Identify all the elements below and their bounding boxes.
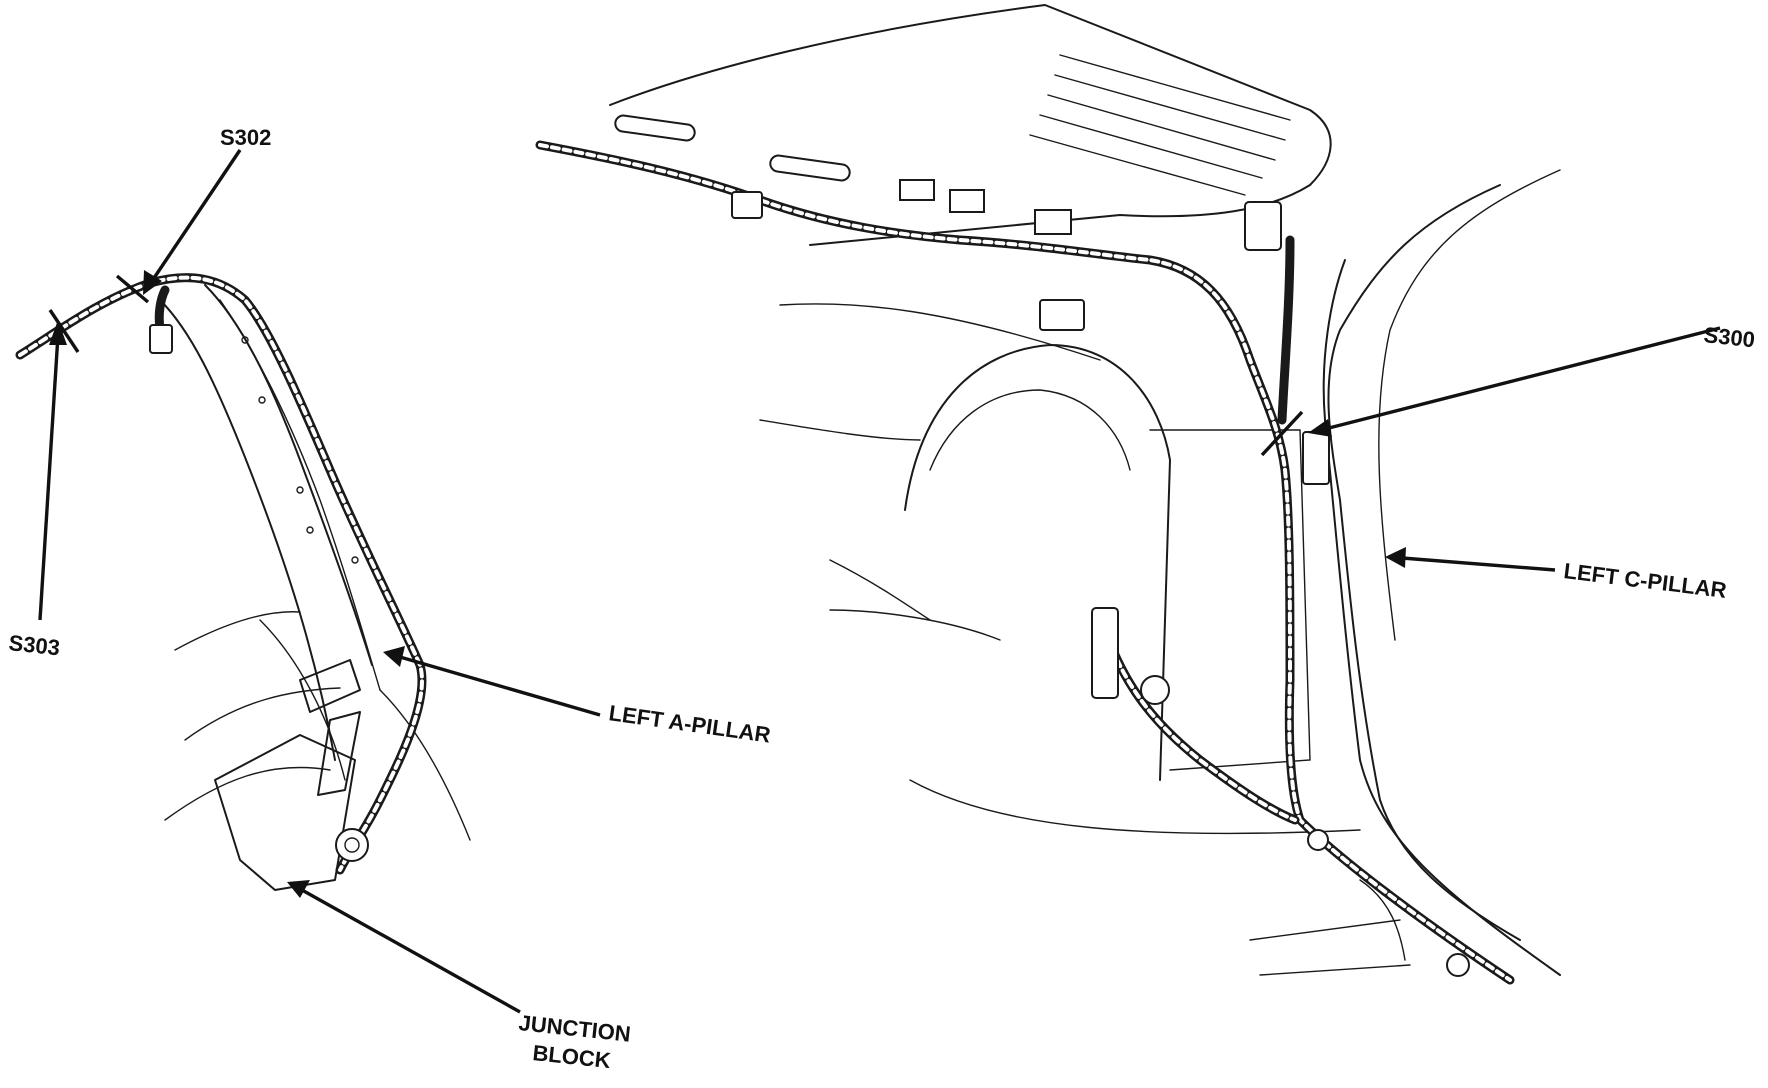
shelf-clip-1 [899,179,935,201]
shelf-slot-2 [769,154,851,182]
c-pillar-riser [1277,235,1295,425]
windshield-line [379,689,471,841]
a-pillar-arrowhead [383,646,405,667]
a-pillar-flange [219,299,381,691]
labels: S302 S303 S300 LEFT C-PILLAR LEFT A-PILL… [7,125,1756,1073]
s303-arrowhead [49,320,67,345]
left-a-pillar-label: LEFT A-PILLAR [607,700,772,747]
defrost-line-2 [1054,74,1286,141]
seat-top-line [829,559,931,621]
s302-arrowhead [143,270,162,295]
seat-back-line-2 [759,419,921,441]
s303-label: S303 [7,630,61,660]
junction-block-leader [301,888,521,1014]
s303-leader [38,334,60,621]
pillar-hole-2 [258,396,266,404]
defrost-line-5 [1029,134,1246,196]
s302-leader [148,149,242,285]
junction-block-body [214,734,356,891]
seat-back-line-1 [779,303,1101,361]
quarter-connector [1091,607,1119,699]
shelf-clip-3 [1034,209,1072,235]
junction-ring-terminal-inner [344,837,360,853]
floor-line-2 [909,779,1361,835]
floor-line-4 [1259,964,1411,976]
s303-splice-mark [48,309,80,353]
s302-branch-connector [149,324,173,354]
pillar-hole-5 [306,526,314,534]
a-pillar-assembly [15,273,471,891]
s300-connector [1302,431,1330,485]
defrost-line-4 [1039,114,1263,179]
a-pillar-inner-edge [204,284,373,666]
s302-branch [154,285,170,333]
defrost-line-1 [1059,54,1291,121]
c-pillar-trim-edge [1378,169,1561,641]
c-pillar-leader [1401,556,1556,572]
c-pillar-top-connector [1244,201,1282,251]
s300-arrowhead [1308,419,1332,437]
junction-block-connector [317,711,361,796]
c-pillar-arrowhead [1385,547,1406,568]
floor-line-1 [829,609,1001,641]
quarter-panel-line [1149,429,1311,771]
pillar-hole-1 [241,336,249,344]
sill-edge [1359,879,1406,961]
dash-line-2 [184,687,341,741]
defrost-line-3 [1047,94,1276,161]
junction-block-label-line2: BLOCK [531,1040,612,1073]
a-pillar-leader [399,655,601,717]
s300-leader [1324,326,1721,431]
pillar-hole-4 [351,556,359,564]
shelf-harness-wrap [538,143,1512,982]
floor-ground-eyelet-2 [1446,953,1470,977]
rear-window-frame [609,4,1332,246]
a-pillar-harness [15,273,427,875]
quarter-ground-eyelet [1140,675,1170,705]
kick-panel-line [259,619,346,781]
junction-block-bracket [299,659,361,713]
shelf-connector-2 [1039,299,1085,331]
shelf-connector-1 [731,191,763,219]
floor-line-3 [1249,919,1401,941]
wheel-well-trim [904,344,1171,781]
shelf-slot-1 [614,114,696,142]
c-pillar-assembly [535,4,1561,985]
s300-label: S300 [1702,322,1756,352]
shelf-clip-2 [949,189,985,213]
junction-ring-terminal [335,828,369,862]
quarter-branch-harness-wrap [1098,613,1297,822]
s302-label: S302 [220,125,271,150]
floor-ground-eyelet-1 [1307,829,1329,851]
callouts [38,149,1721,1014]
c-pillar-inner-edge [1322,259,1561,976]
shelf-harness [535,140,1515,985]
dash-line-1 [174,611,301,651]
quarter-branch-harness [1095,610,1300,825]
pillar-hole-3 [296,486,304,494]
a-pillar-harness-wrap [18,275,424,872]
dash-line-3 [164,766,331,821]
left-c-pillar-label: LEFT C-PILLAR [1562,558,1728,603]
s302-splice-mark [115,274,150,304]
junction-block-arrowhead [287,880,310,898]
s300-splice-mark [1260,410,1304,457]
wheel-arch-inner [929,389,1131,471]
c-pillar-outer-edge [1327,184,1521,941]
